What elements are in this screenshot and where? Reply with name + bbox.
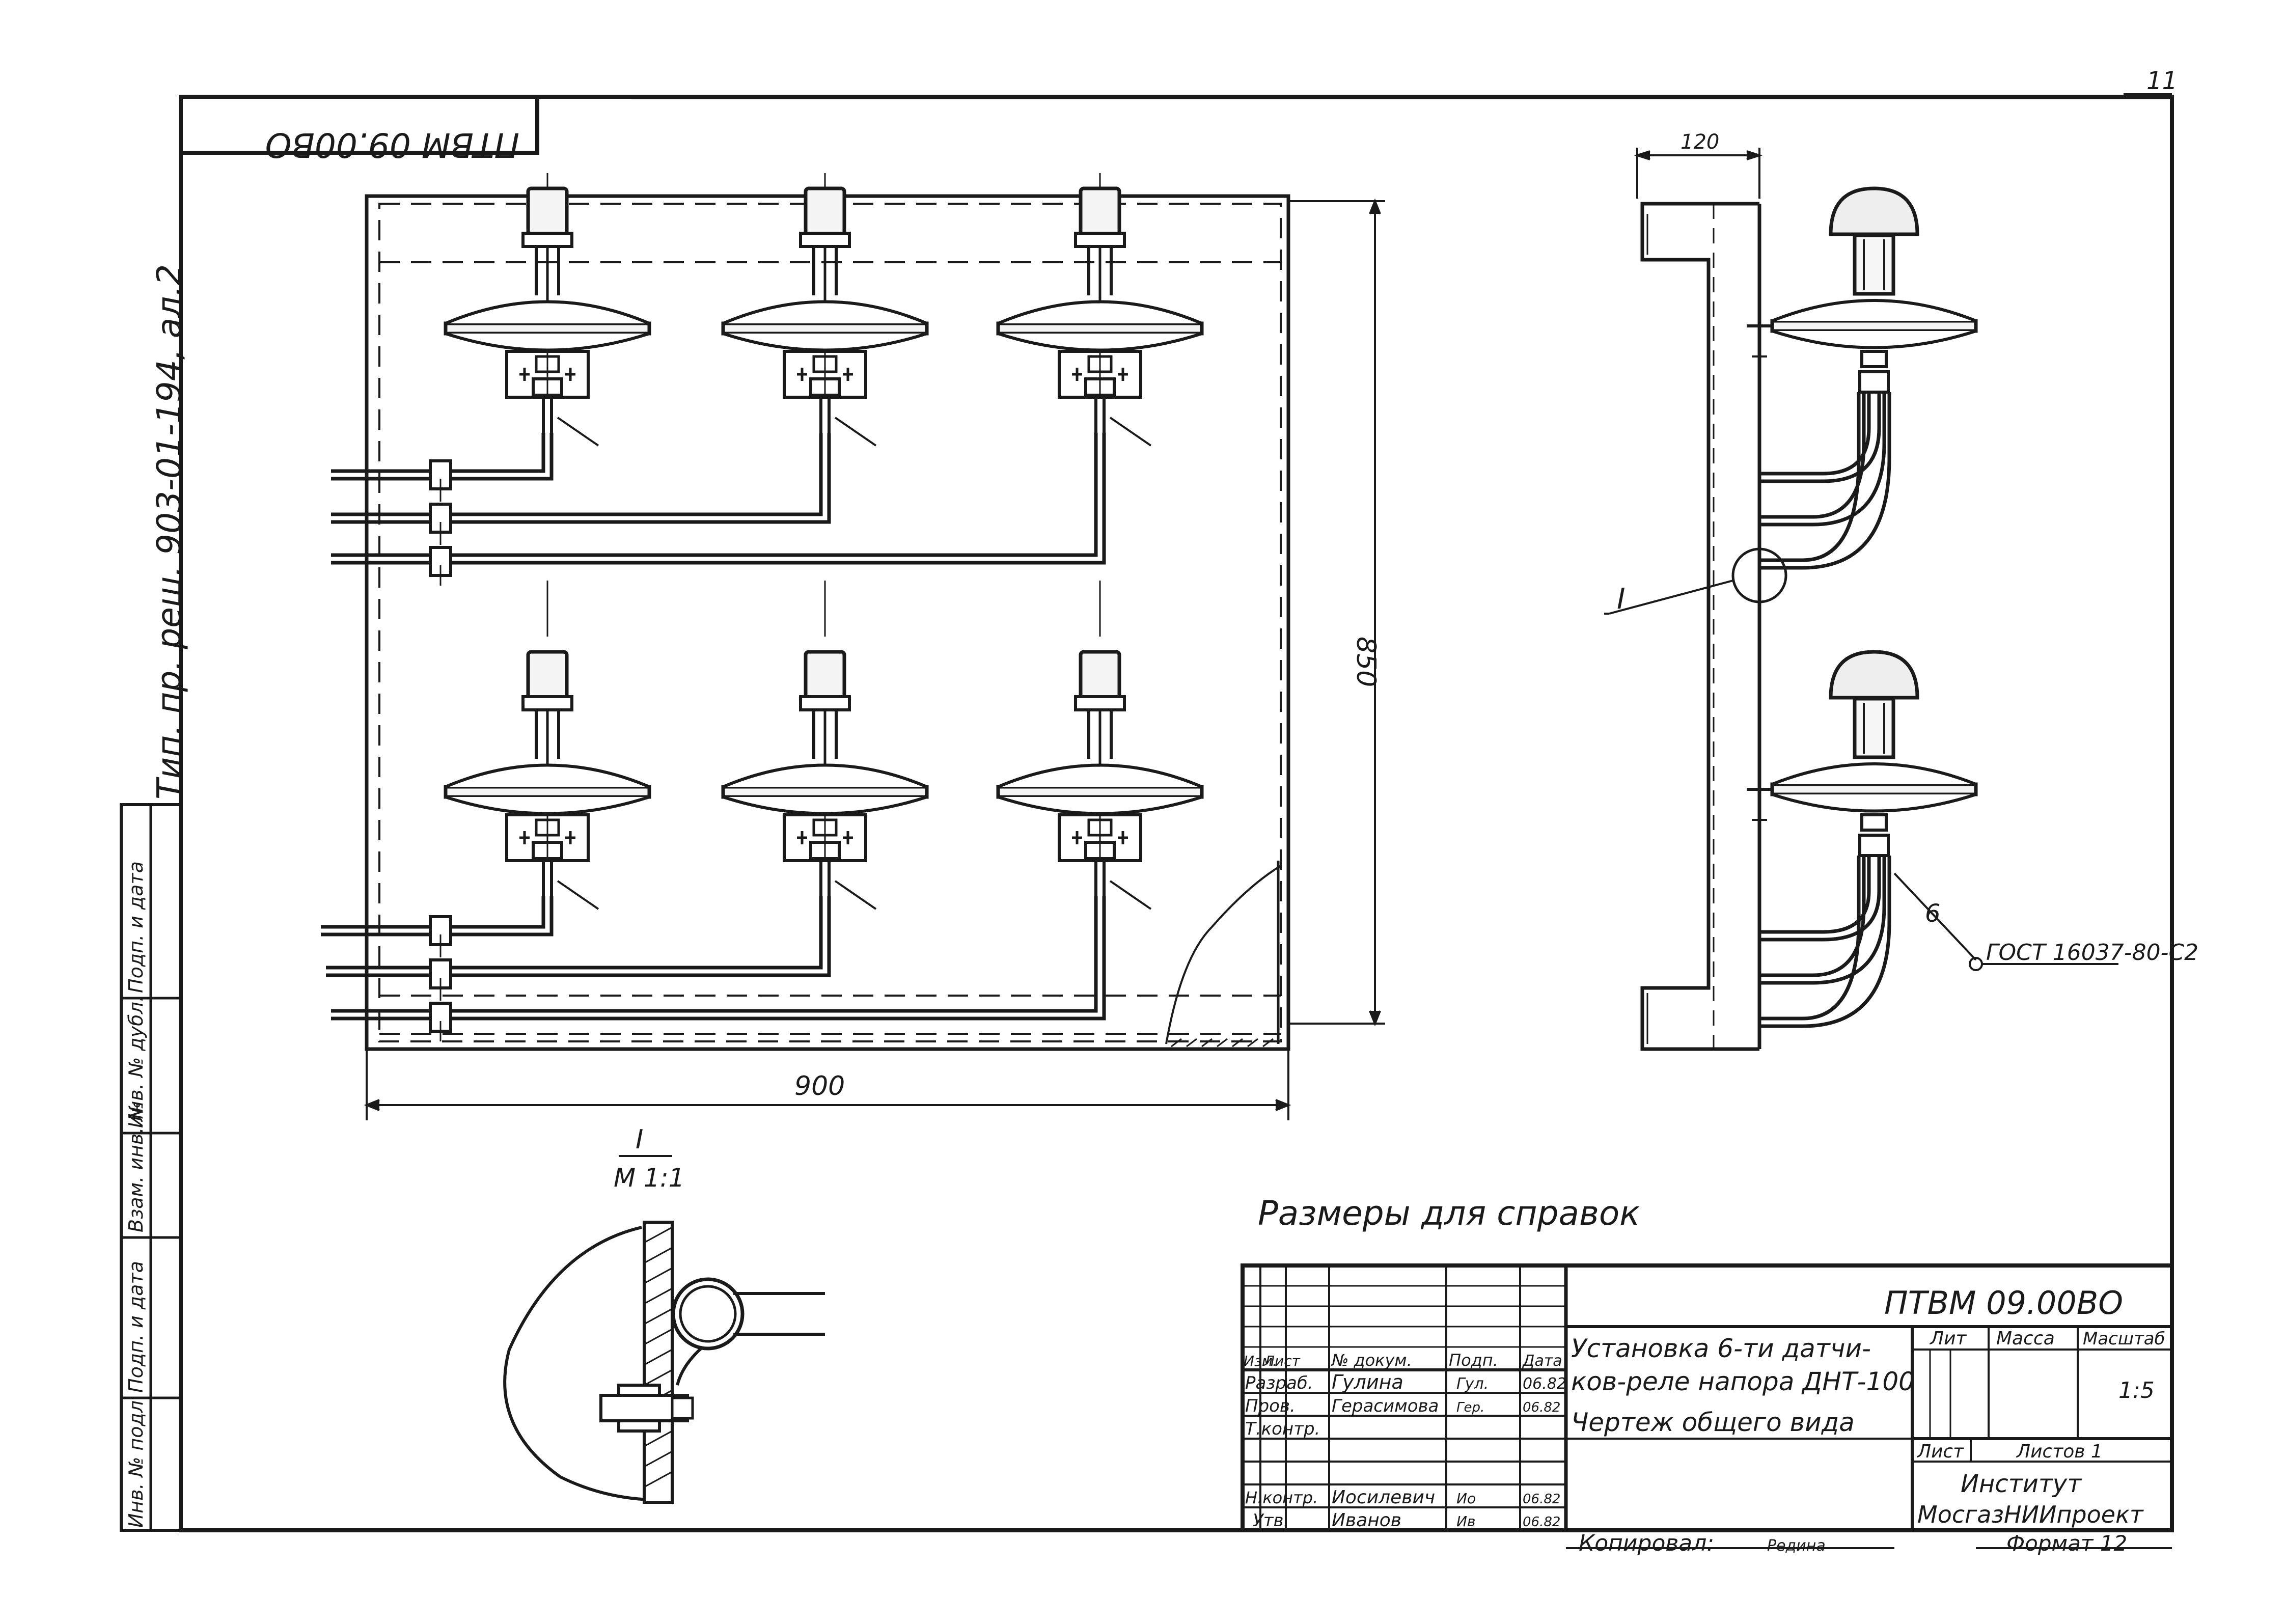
tb-head-list: Лист [1263,1353,1301,1369]
side-view [1604,148,2118,1051]
tb-role-2: Пров. [1245,1396,1296,1416]
side-reference: Тип. пр. реш. 903-01-194, ал.2 [150,264,189,800]
tb-sheets-label: Листов 1 [2016,1441,2103,1462]
side-col-1: Инв. № подл. [125,1394,147,1528]
tb-scale-label: Масштаб [2083,1329,2165,1349]
tb-name-1: Гулина [1332,1371,1403,1393]
title-block-text: ПТВМ 09.00ВО Установка 6-ти датчи- ков-р… [1244,1284,2165,1556]
dim-120: 120 [1681,130,1719,154]
side-col-3: Взам. инв. № [125,1101,147,1232]
tb-role-4: Н.контр. [1245,1488,1318,1507]
side-col-2: Подп. и дата [125,1261,147,1393]
detail-scale: М 1:1 [614,1163,685,1193]
callout-I: I [1617,583,1626,616]
tb-head-doc: № докум. [1331,1351,1412,1370]
tb-sign-4: Ио [1456,1490,1476,1507]
tb-subtitle: Чертеж общего вида [1571,1408,1855,1437]
tb-date-1: 06.82 [1523,1375,1566,1393]
dimension-width [364,1049,1291,1120]
tb-mass: Масса [1996,1328,2055,1349]
tb-scale: 1:5 [2118,1378,2155,1403]
tb-format: Формат 12 [2006,1531,2127,1556]
tb-sign-1: Гул. [1456,1375,1489,1393]
tb-role-1: Разраб. [1245,1373,1313,1393]
tb-head-date: Дата [1522,1352,1562,1370]
tb-code: ПТВМ 09.00ВО [1884,1284,2123,1322]
gost-label: ГОСТ 16037-80-С2 [1986,940,2198,966]
tb-date-5: 06.82 [1523,1515,1560,1530]
tb-org-1: Институт [1961,1470,2082,1498]
tb-name-5: Иванов [1332,1510,1401,1531]
tb-title-1: Установка 6-ти датчи- [1571,1334,1871,1363]
title-block [1241,1263,2174,1549]
tb-org-2: МосгазНИИпроект [1917,1501,2144,1528]
tb-head-sign: Подп. [1449,1351,1498,1370]
tb-name-2: Герасимова [1332,1396,1439,1416]
tb-date-4: 06.82 [1523,1492,1560,1507]
note-text: Размеры для справок [1258,1194,1640,1233]
dim-900: 900 [794,1071,845,1102]
detail-label: I [636,1124,643,1155]
detail-I-view [503,1221,825,1504]
tb-copied: Копировал: [1579,1530,1714,1556]
tb-lit: Лит [1929,1328,1967,1349]
tb-sign-5: Ив [1456,1513,1475,1530]
sheet-number: 11 [2146,67,2178,95]
side-col-4: Инв. № дубл. [125,996,147,1128]
dim-850: 850 [1351,637,1381,687]
tb-title-2: ков-реле напора ДНТ-100 [1571,1367,1915,1396]
callout-6: 6 [1925,899,1941,928]
left-side-strip: Инв. № подл. Подп. и дата Взам. инв. № И… [120,803,182,1532]
rotated-code-box [179,95,539,155]
tb-head-izm: Изм. [1244,1353,1277,1369]
rotated-code: ПТВМ 09.00ВО [265,125,519,164]
tb-copier: Редина [1767,1537,1826,1555]
tb-sign-2: Гер. [1456,1400,1484,1415]
front-view [321,173,1290,1051]
dimension-height [1288,198,1385,1027]
tb-sheet-label: Лист [1916,1441,1964,1462]
tb-name-4: Иосилевич [1332,1487,1435,1508]
tb-date-2: 06.82 [1523,1400,1560,1415]
tb-role-3: Т.контр. [1245,1419,1320,1439]
side-col-5: Подп. и дата [125,861,147,993]
tb-role-5: Утв. [1253,1510,1289,1531]
